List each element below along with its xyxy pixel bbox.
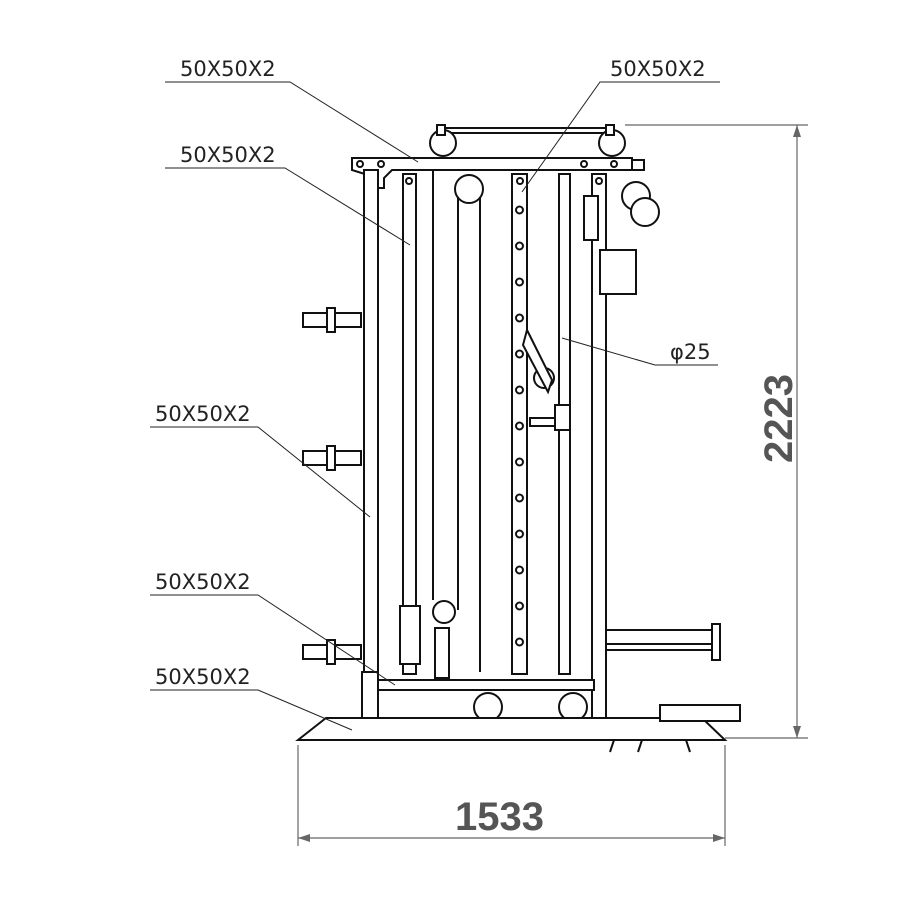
- label-base: 50X50X2: [155, 665, 251, 689]
- upright-hole: [515, 313, 524, 323]
- label-left-upright: 50X50X2: [155, 402, 251, 426]
- upright-hole: [515, 601, 524, 611]
- upright-hole: [515, 241, 524, 251]
- width-dimension: 1533: [455, 795, 544, 839]
- top-pulleys: [429, 124, 626, 157]
- upright-hole: [515, 205, 524, 215]
- weight-pegs: [302, 307, 721, 665]
- label-guide-upright: 50X50X2: [180, 143, 276, 167]
- label-hole-upright: 50X50X2: [610, 57, 706, 81]
- upright-hole: [515, 385, 524, 395]
- upright-hole: [515, 493, 524, 503]
- top-crossbar: [351, 157, 645, 189]
- upright-hole: [515, 529, 524, 539]
- upright-hole: [515, 637, 524, 647]
- dimension-lines: [297, 124, 808, 846]
- height-dimension: 2223: [757, 374, 801, 463]
- upright-hole: [515, 349, 524, 359]
- upright-hole: [515, 421, 524, 431]
- upright-hole: [515, 457, 524, 467]
- carriage: [399, 249, 637, 679]
- label-top-crossbar: 50X50X2: [180, 57, 276, 81]
- label-bottom-crossbar: 50X50X2: [155, 570, 251, 594]
- upright-hole: [515, 277, 524, 287]
- upright-hole: [515, 565, 524, 575]
- base: [295, 671, 741, 753]
- leader-lines: [150, 81, 720, 731]
- label-rod-diameter: φ25: [670, 340, 711, 364]
